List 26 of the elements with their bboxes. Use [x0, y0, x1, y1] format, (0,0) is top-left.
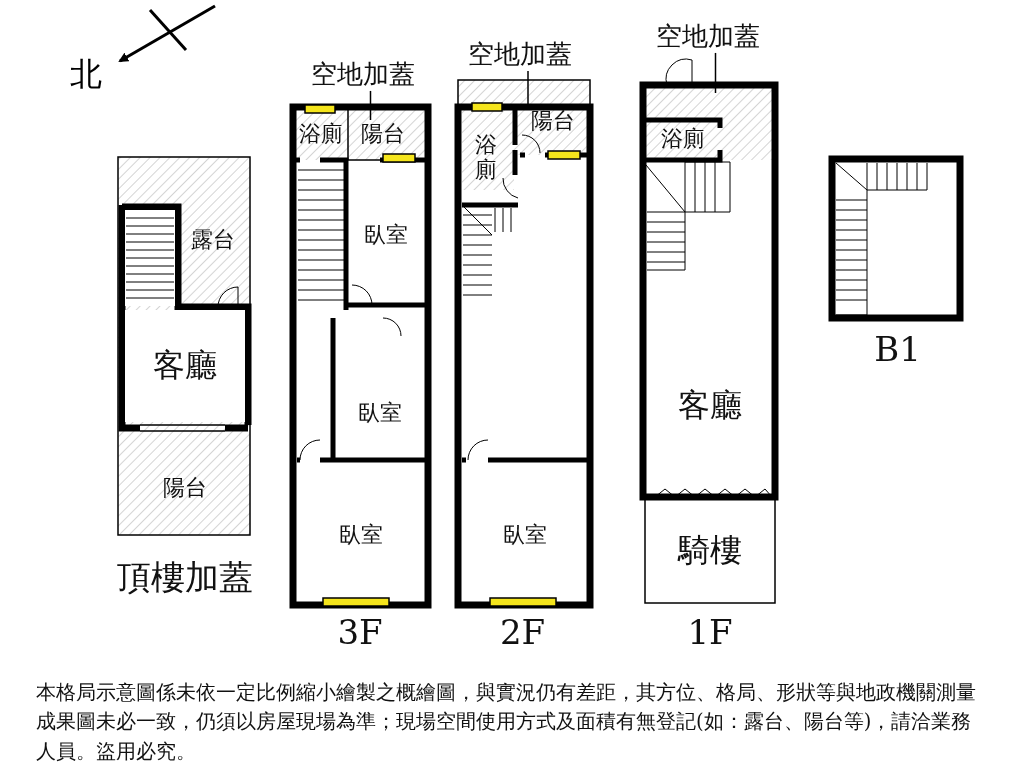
area-label: 空地加蓋: [655, 22, 760, 52]
floor-label: 1F: [687, 615, 733, 649]
room-label: 陽台: [531, 108, 575, 134]
leader-line: [714, 52, 717, 94]
area-label: 空地加蓋: [310, 60, 415, 90]
floor-label: 頂樓加蓋: [117, 560, 253, 594]
disclaimer-text: 本格局示意圖係未依一定比例縮小繪製之概繪圖，與實況仍有差距，其方位、格局、形狀等與地政機關測量成果圖未必一致，仍須以房屋現場為準；現場空間使用方式及面積有無登記(如：露台、陽台等)，請洽業務人員。盜用必究。: [36, 680, 977, 765]
room-label: 臥室: [503, 522, 547, 548]
room-label: 客廳: [153, 346, 217, 384]
room-label: 浴廁: [661, 126, 705, 152]
room-label: 陽台: [361, 121, 405, 147]
room-label: 露台: [191, 227, 235, 253]
area-label: 空地加蓋: [468, 40, 572, 70]
floor-label: 3F: [337, 615, 383, 649]
room-label: 騎樓: [678, 531, 742, 569]
room-label: 浴廁: [299, 121, 343, 147]
floor-label: B1: [874, 332, 921, 366]
room-label: 臥室: [364, 222, 408, 248]
north-label: 北: [70, 58, 102, 90]
room-label: 客廳: [678, 386, 742, 424]
room-label: 臥室: [358, 399, 402, 426]
room-label: 陽台: [163, 474, 207, 501]
room-label: 浴廁: [474, 131, 498, 183]
room-label: 臥室: [339, 522, 383, 548]
leader-line: [369, 90, 372, 121]
floor-label: 2F: [499, 615, 546, 649]
